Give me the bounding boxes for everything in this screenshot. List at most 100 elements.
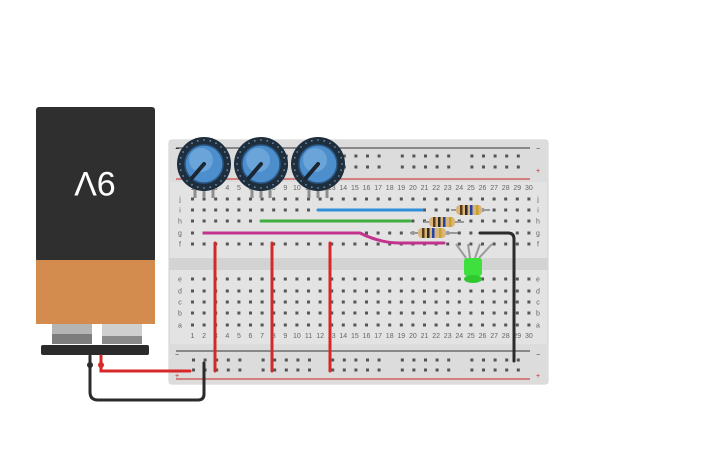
row-letter-right: a [536, 323, 540, 330]
column-number-top: 23 [444, 185, 452, 192]
row-letter-right: e [536, 277, 540, 284]
potentiometer-2[interactable] [234, 137, 288, 198]
column-number-bottom: 14 [339, 333, 347, 340]
column-number-top: 22 [432, 185, 440, 192]
row-letter-left: g [178, 231, 182, 238]
resistor-1[interactable] [451, 205, 490, 215]
column-number-top: 24 [455, 185, 463, 192]
magenta-wire [202, 231, 446, 245]
row-letter-left: d [178, 289, 182, 296]
column-number-top: 13 [328, 185, 336, 192]
column-number-top: 30 [525, 185, 533, 192]
row-letter-left: f [179, 242, 181, 249]
row-letter-right: d [536, 289, 540, 296]
column-number-bottom: 17 [374, 333, 382, 340]
column-number-bottom: 6 [249, 333, 253, 340]
column-number-top: 9 [283, 185, 287, 192]
row-letter-left: i [179, 208, 181, 215]
column-number-top: 20 [409, 185, 417, 192]
row-letter-right: c [536, 300, 540, 307]
column-number-bottom: 27 [490, 333, 498, 340]
battery-label: 9V [74, 164, 116, 202]
battery-9v[interactable]: 9V [36, 107, 155, 355]
rail-plus-label: + [536, 168, 540, 175]
column-number-top: 26 [479, 185, 487, 192]
resistor-2[interactable] [424, 217, 464, 227]
row-letter-left: e [178, 277, 182, 284]
rail-minus-label: − [536, 146, 540, 153]
row-letter-right: i [537, 208, 539, 215]
column-number-bottom: 13 [328, 333, 336, 340]
column-number-bottom: 16 [363, 333, 371, 340]
column-number-top: 17 [374, 185, 382, 192]
potentiometers[interactable] [177, 137, 345, 198]
column-number-bottom: 5 [237, 333, 241, 340]
row-letter-right: j [536, 197, 539, 204]
column-number-bottom: 15 [351, 333, 359, 340]
column-number-bottom: 29 [513, 333, 521, 340]
column-number-bottom: 18 [386, 333, 394, 340]
column-number-bottom: 2 [202, 333, 206, 340]
rail-plus-label: + [536, 373, 540, 380]
signal-wires[interactable] [202, 208, 446, 245]
row-letter-left: b [178, 311, 182, 318]
rail-minus-label: − [175, 352, 179, 359]
row-letter-right: h [536, 219, 540, 226]
column-number-bottom: 26 [479, 333, 487, 340]
rail-plus-label: + [175, 373, 179, 380]
column-number-bottom: 23 [444, 333, 452, 340]
column-number-bottom: 19 [397, 333, 405, 340]
column-number-bottom: 21 [421, 333, 429, 340]
column-number-bottom: 25 [467, 333, 475, 340]
battery-black-wire [88, 354, 206, 402]
battery-wires[interactable] [87, 354, 206, 402]
column-number-bottom: 10 [293, 333, 301, 340]
column-number-bottom: 22 [432, 333, 440, 340]
column-number-bottom: 28 [502, 333, 510, 340]
column-number-top: 18 [386, 185, 394, 192]
column-number-top: 5 [237, 185, 241, 192]
column-number-top: 4 [225, 185, 229, 192]
row-letter-left: a [178, 323, 182, 330]
resistor-3[interactable] [410, 228, 458, 238]
column-number-bottom: 30 [525, 333, 533, 340]
row-letter-right: g [536, 231, 540, 238]
column-number-bottom: 11 [305, 333, 312, 340]
row-letter-left: h [178, 219, 182, 226]
column-number-top: 16 [363, 185, 371, 192]
rgb-led[interactable] [455, 243, 493, 283]
column-number-bottom: 20 [409, 333, 417, 340]
potentiometer-1[interactable] [177, 137, 231, 198]
column-number-bottom: 9 [283, 333, 287, 340]
column-number-bottom: 7 [260, 333, 264, 340]
breadboard: 1122334455667788991010111112121313141415… [168, 139, 549, 385]
column-number-top: 29 [513, 185, 521, 192]
column-number-top: 15 [351, 185, 359, 192]
column-number-bottom: 8 [272, 333, 276, 340]
column-number-top: 27 [490, 185, 498, 192]
row-letter-left: j [178, 197, 181, 204]
column-number-top: 1 [191, 185, 195, 192]
column-number-top: 14 [339, 185, 347, 192]
column-number-top: 8 [272, 185, 276, 192]
column-number-top: 3 [214, 185, 218, 192]
row-letter-right: b [536, 311, 540, 318]
column-number-bottom: 12 [316, 333, 324, 340]
column-number-top: 28 [502, 185, 510, 192]
rail-minus-label: − [175, 146, 179, 153]
column-number-top: 25 [467, 185, 475, 192]
column-number-bottom: 4 [225, 333, 229, 340]
column-number-bottom: 1 [191, 333, 195, 340]
black-ground-wire[interactable] [478, 231, 516, 363]
column-number-top: 19 [397, 185, 405, 192]
row-letter-right: f [537, 242, 539, 249]
potentiometer-3[interactable] [291, 137, 345, 198]
row-letter-left: c [178, 300, 182, 307]
red-wires[interactable] [213, 241, 332, 373]
column-number-bottom: 24 [455, 333, 463, 340]
column-number-top: 21 [421, 185, 429, 192]
column-number-top: 10 [293, 185, 301, 192]
rail-minus-label: − [536, 352, 540, 359]
battery-red-wire [99, 354, 192, 373]
